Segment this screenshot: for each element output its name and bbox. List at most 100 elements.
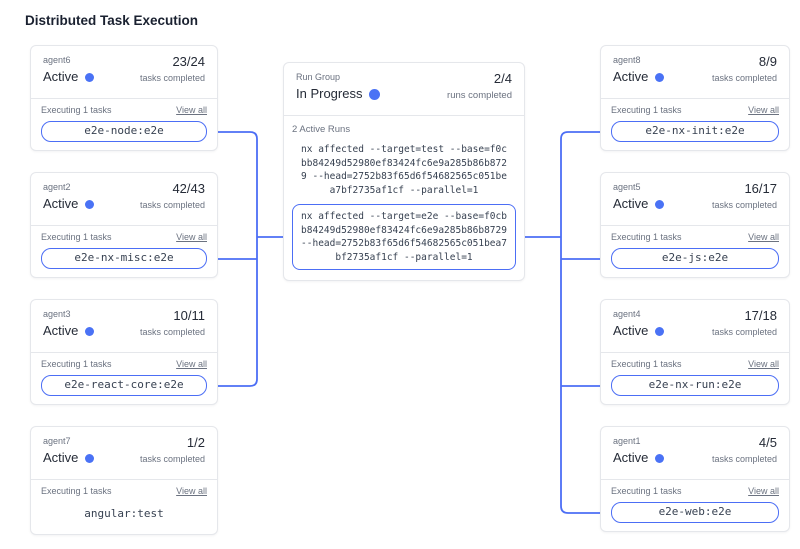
executing-row: Executing 1 tasks View all (611, 232, 779, 244)
agent-status-row: Active (613, 68, 665, 86)
active-runs-label: 2 Active Runs (292, 124, 351, 135)
agent-card-header: agent8 Active 8/9 tasks completed (601, 46, 789, 98)
agent-progress: 1/2 tasks completed (140, 435, 205, 473)
tasks-count: 10/11 (173, 308, 205, 323)
task-pill[interactable]: e2e-react-core:e2e (41, 375, 207, 396)
active-status-dot (85, 199, 95, 209)
agent-card-agent3: agent3 Active 10/11 tasks completed Exec… (30, 299, 218, 405)
view-all-link[interactable]: View all (176, 359, 207, 369)
runs-count: 2/4 (493, 71, 512, 86)
agent-card-body: Executing 1 tasks View all e2e-web:e2e (601, 479, 789, 531)
run-command-e2e-highlighted[interactable]: nx affected --target=e2e --base=f0cbb842… (292, 204, 516, 270)
task-pill[interactable]: e2e-node:e2e (41, 121, 207, 142)
active-status-dot (655, 199, 665, 209)
executing-label: Executing 1 tasks (611, 359, 682, 369)
agent-progress: 42/43 tasks completed (140, 181, 205, 219)
executing-label: Executing 1 tasks (41, 105, 112, 115)
agent-card-agent8: agent8 Active 8/9 tasks completed Execut… (600, 45, 790, 151)
executing-label: Executing 1 tasks (611, 232, 682, 242)
tasks-count: 17/18 (744, 308, 777, 323)
run-group-identity: Run Group In Progress (296, 71, 381, 109)
in-progress-status-dot (369, 88, 381, 100)
agent-card-body: Executing 1 tasks View all e2e-nx-misc:e… (31, 225, 217, 277)
tasks-count-caption: tasks completed (139, 200, 205, 210)
agent-card-agent5: agent5 Active 16/17 tasks completed Exec… (600, 172, 790, 278)
agent-name: agent4 (613, 309, 641, 319)
tasks-count-caption: tasks completed (711, 327, 777, 337)
run-group-progress: 2/4 runs completed (447, 71, 512, 109)
agent-status: Active (613, 69, 649, 84)
agent-name: agent1 (613, 436, 641, 446)
agent-identity: agent2 Active (43, 181, 95, 219)
run-group-body: 2 Active Runs nx affected --target=test … (284, 115, 524, 280)
agent-progress: 16/17 tasks completed (712, 181, 777, 219)
view-all-link[interactable]: View all (748, 232, 779, 242)
tasks-count-caption: tasks completed (139, 454, 205, 464)
active-status-dot (85, 72, 95, 82)
active-status-dot (655, 453, 665, 463)
tasks-count: 8/9 (758, 54, 777, 69)
agent-status: Active (613, 196, 649, 211)
view-all-link[interactable]: View all (748, 359, 779, 369)
task-pill[interactable]: e2e-nx-misc:e2e (41, 248, 207, 269)
agent-identity: agent4 Active (613, 308, 665, 346)
run-group-header: Run Group In Progress 2/4 runs completed (284, 63, 524, 115)
view-all-link[interactable]: View all (748, 486, 779, 496)
agent-card-agent2: agent2 Active 42/43 tasks completed Exec… (30, 172, 218, 278)
task-pill[interactable]: e2e-js:e2e (611, 248, 779, 269)
agent-card-header: agent2 Active 42/43 tasks completed (31, 173, 217, 225)
active-status-dot (655, 72, 665, 82)
agent-status-row: Active (613, 322, 665, 340)
agent-card-header: agent3 Active 10/11 tasks completed (31, 300, 217, 352)
agent-card-header: agent1 Active 4/5 tasks completed (601, 427, 789, 479)
agent-name: agent8 (613, 55, 641, 65)
task-pill[interactable]: e2e-nx-init:e2e (611, 121, 779, 142)
agent-status: Active (43, 69, 79, 84)
executing-label: Executing 1 tasks (41, 359, 112, 369)
agent-status: Active (43, 196, 79, 211)
view-all-link[interactable]: View all (176, 105, 207, 115)
agent-card-header: agent5 Active 16/17 tasks completed (601, 173, 789, 225)
tasks-count-caption: tasks completed (139, 73, 205, 83)
agent-identity: agent8 Active (613, 54, 665, 92)
executing-label: Executing 1 tasks (611, 486, 682, 496)
task-pill[interactable]: e2e-nx-run:e2e (611, 375, 779, 396)
tasks-count: 1/2 (186, 435, 205, 450)
executing-row: Executing 1 tasks View all (611, 486, 779, 498)
executing-label: Executing 1 tasks (41, 232, 112, 242)
agent-progress: 10/11 tasks completed (140, 308, 205, 346)
run-command-test: nx affected --target=test --base=f0cbb84… (301, 144, 507, 196)
agent-identity: agent3 Active (43, 308, 95, 346)
executing-row: Executing 1 tasks View all (41, 359, 207, 371)
agent-card-body: Executing 1 tasks View all angular:test (31, 479, 217, 534)
agent-progress: 8/9 tasks completed (712, 54, 777, 92)
tasks-count-caption: tasks completed (711, 73, 777, 83)
agent-status-row: Active (43, 449, 95, 467)
executing-row: Executing 1 tasks View all (41, 486, 207, 498)
active-status-dot (655, 326, 665, 336)
agent-identity: agent1 Active (613, 435, 665, 473)
agent-name: agent3 (43, 309, 71, 319)
tasks-count-caption: tasks completed (711, 200, 777, 210)
view-all-link[interactable]: View all (748, 105, 779, 115)
agent-card-agent7: agent7 Active 1/2 tasks completed Execut… (30, 426, 218, 535)
executing-row: Executing 1 tasks View all (41, 232, 207, 244)
view-all-link[interactable]: View all (176, 486, 207, 496)
agent-card-body: Executing 1 tasks View all e2e-nx-run:e2… (601, 352, 789, 404)
agent-name: agent7 (43, 436, 71, 446)
tasks-count: 42/43 (172, 181, 205, 196)
task-pill[interactable]: e2e-web:e2e (611, 502, 779, 523)
agent-card-agent1: agent1 Active 4/5 tasks completed Execut… (600, 426, 790, 532)
agent-card-agent6: agent6 Active 23/24 tasks completed Exec… (30, 45, 218, 151)
executing-label: Executing 1 tasks (611, 105, 682, 115)
run-group-label: Run Group (296, 72, 341, 82)
executing-row: Executing 1 tasks View all (41, 105, 207, 117)
agent-card-body: Executing 1 tasks View all e2e-react-cor… (31, 352, 217, 404)
executing-row: Executing 1 tasks View all (611, 359, 779, 371)
task-label: angular:test (84, 507, 164, 520)
tasks-count-caption: tasks completed (139, 327, 205, 337)
active-status-dot (85, 326, 95, 336)
run-group-card: Run Group In Progress 2/4 runs completed… (283, 62, 525, 281)
view-all-link[interactable]: View all (176, 232, 207, 242)
agent-status-row: Active (613, 449, 665, 467)
